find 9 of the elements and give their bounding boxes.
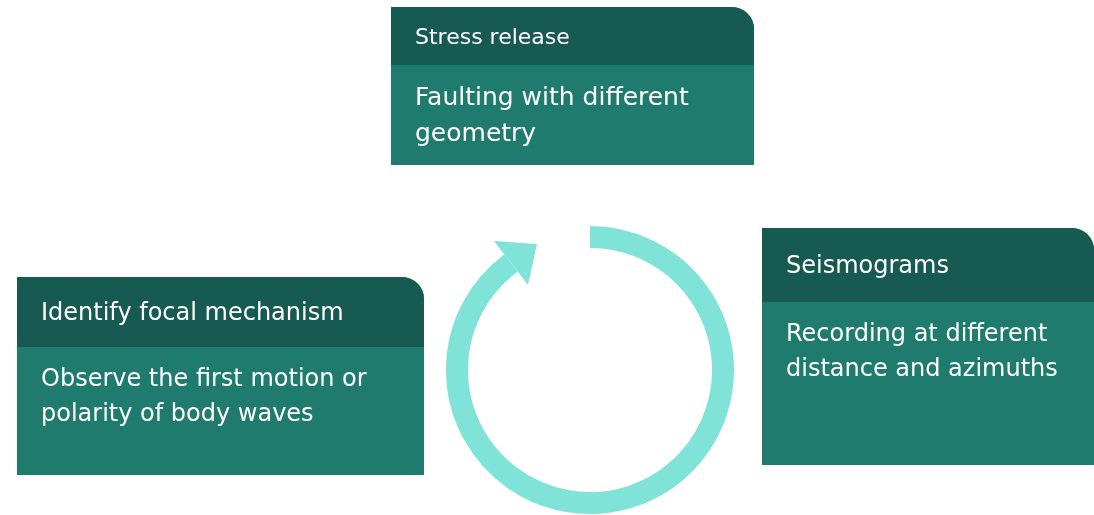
card	[17, 277, 424, 475]
card-text: Faulting with different geometry	[414, 81, 690, 150]
card-header: Stress release	[391, 7, 754, 65]
card-header: Seismograms	[762, 228, 1094, 302]
card-text: Recording at different distance and azimuths	[785, 318, 1059, 384]
card	[762, 228, 1094, 465]
card	[391, 7, 754, 165]
card-text: Observe the first motion or polarity of body waves	[40, 363, 368, 429]
card-header: Identify focal mechanism	[17, 277, 424, 347]
